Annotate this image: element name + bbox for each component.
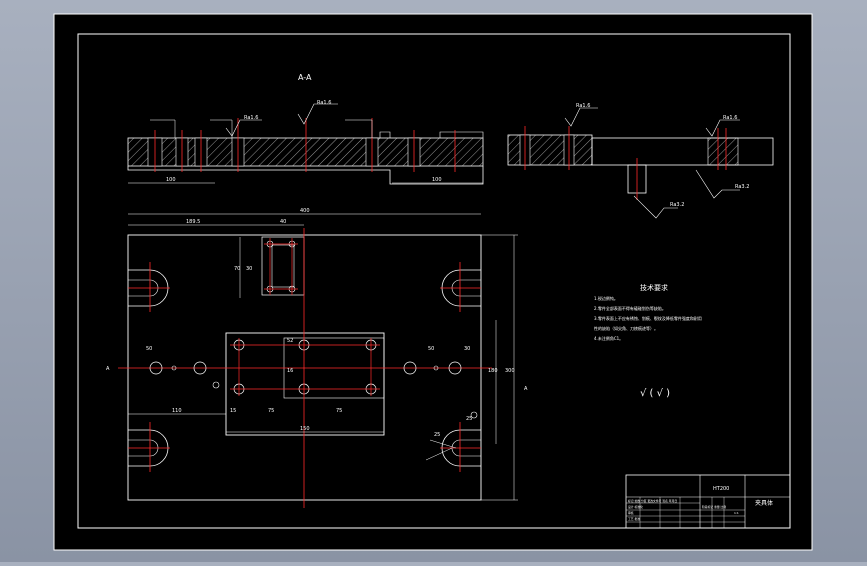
- dim-400: 400: [300, 208, 310, 214]
- dim-300: 300: [505, 368, 515, 374]
- dim-30-right: 30: [464, 346, 470, 352]
- dim-50-right: 50: [428, 346, 434, 352]
- leader-2: [210, 119, 233, 138]
- title-block-frame: [625, 474, 791, 529]
- tech-note-3: 3.零件表面上不应有锈蚀、划痕、裂纹及降低零件强度和耐用: [594, 315, 702, 321]
- dim-100-left: 100: [166, 177, 176, 183]
- paper-background: [53, 13, 813, 551]
- dim-25: 25: [466, 416, 472, 422]
- side-hole-1: [149, 361, 163, 375]
- rough-sym-6: [633, 195, 678, 219]
- dim-110: 110: [172, 408, 182, 414]
- dim-52: 52: [287, 338, 293, 344]
- dim-75b: 75: [336, 408, 342, 414]
- title-row-2: 设计 标准化: [628, 505, 643, 509]
- section-mark-left: A: [106, 366, 110, 372]
- tech-requirements: 技术要求 1.锐边倒钝。 2.零件全部表面不得有磕碰划伤等缺陷。 3.零件表面上…: [594, 283, 702, 399]
- side-hatch-right: [707, 137, 739, 166]
- rough-label-1: Ra1.6: [244, 115, 258, 121]
- leader-1: [150, 119, 176, 138]
- plate-outline: [127, 234, 482, 501]
- dim-150: 150: [300, 426, 310, 432]
- dim-16: 16: [287, 368, 293, 374]
- upper-pocket-inner: [271, 244, 295, 288]
- rough-sym-2: [297, 103, 338, 125]
- tech-note-1: 1.锐边倒钝。: [594, 295, 618, 301]
- rough-label-3: Ra1.6: [576, 103, 590, 109]
- tech-note-5: 4.未注倒角C1。: [594, 335, 623, 341]
- side-hole-3: [171, 365, 177, 371]
- title-part-code: HT200: [713, 486, 729, 492]
- section-step: [127, 166, 484, 185]
- side-section-view: Ra1.6 Ra1.6 Ra3.2 Ra3.2: [507, 103, 774, 219]
- side-hole-6: [433, 365, 439, 371]
- rough-label-4: Ra1.6: [723, 115, 737, 121]
- dim-189: 189.5: [186, 219, 200, 225]
- tech-note-2: 2.零件全部表面不得有磕碰划伤等缺陷。: [594, 305, 666, 311]
- dim-50-left: 50: [146, 346, 152, 352]
- rough-sym-5: [695, 169, 740, 199]
- title-row-4: 工艺 批准: [628, 517, 640, 521]
- leader-bottom-right-2: [425, 447, 453, 461]
- dim-180: 180: [488, 368, 498, 374]
- title-scale: 1:1: [734, 511, 739, 515]
- rough-label-5: Ra3.2: [735, 184, 749, 190]
- title-drawing-name: 夹具体: [755, 499, 773, 507]
- dim-15: 15: [230, 408, 236, 414]
- rough-sym-3: [564, 107, 598, 127]
- dim-25b: 25: [434, 432, 440, 438]
- rough-sym-1: [225, 119, 262, 137]
- leader-3: [345, 119, 373, 138]
- title-block: HT200 夹具体 标记 处数 分区 更改文件号 签名 年月日 设计 标准化 审…: [625, 474, 791, 529]
- leader-bottom-right: [429, 439, 457, 449]
- rough-sym-4: [705, 119, 740, 137]
- dim-30: 30: [246, 266, 252, 272]
- side-hole-7: [212, 381, 220, 389]
- rough-label-2: Ra1.6: [317, 100, 331, 106]
- dim-100-right: 100: [432, 177, 442, 183]
- dim-40: 40: [280, 219, 286, 225]
- side-hole-8: [470, 411, 478, 419]
- side-hole-4: [403, 361, 417, 375]
- inner-frame: [77, 33, 791, 529]
- section-recess: [379, 131, 391, 138]
- side-hole-5: [448, 361, 462, 375]
- plan-view: 70 30 400 189.5 40 50 50 30: [106, 208, 528, 508]
- title-row-1: 标记 处数 分区 更改文件号 签名 年月日: [628, 499, 677, 503]
- section-title: A-A: [298, 73, 312, 82]
- side-body-2: [591, 137, 774, 166]
- title-row-3: 审核: [628, 511, 634, 515]
- section-recess-2: [439, 131, 484, 138]
- rough-label-6: Ra3.2: [670, 202, 684, 208]
- tech-title: 技术要求: [640, 283, 668, 292]
- side-hole-2: [193, 361, 207, 375]
- tech-note-4: 性的缺陷（如尖角、刀棱痕迹等）。: [594, 325, 658, 331]
- dim-70: 70: [234, 266, 240, 272]
- section-mark-right: A: [524, 386, 528, 392]
- section-view-aa: A-A Ra1.6 Ra1.6 100 100: [127, 73, 484, 185]
- dim-75a: 75: [268, 408, 274, 414]
- title-scale-label: 阶段标记 重量 比例: [702, 505, 726, 509]
- roughness-note: √ ( √ ): [640, 388, 670, 399]
